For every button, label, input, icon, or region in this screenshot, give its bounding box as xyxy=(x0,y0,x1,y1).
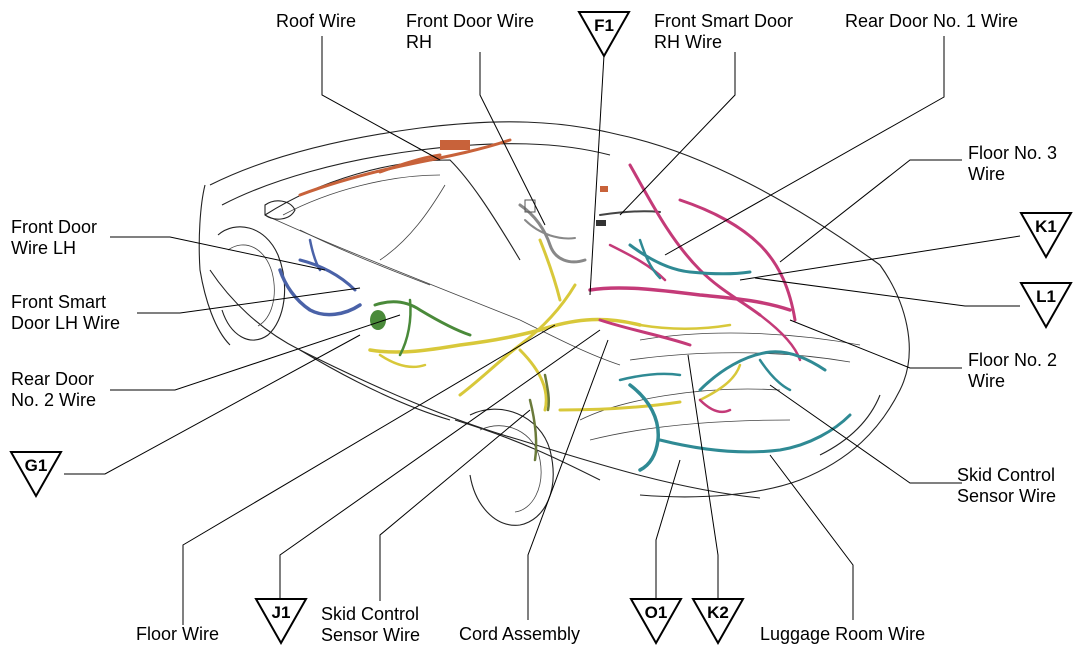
floor-no3-wire-label: Floor No. 3 xyxy=(968,143,1057,163)
front-door-wire-rh-label-line2: RH xyxy=(406,32,432,52)
front-smart-door-rh-label: Front Smart Door xyxy=(654,11,793,31)
connector-l1-label: L1 xyxy=(1036,287,1056,306)
connector-j1: J1 xyxy=(254,598,308,646)
floor-no2-wire-label-line2: Wire xyxy=(968,371,1005,391)
roof-harness xyxy=(298,138,608,197)
floor-no3-harness-teal xyxy=(628,238,752,280)
skid-control-sensor-wire-bottom-label: Skid Control xyxy=(321,604,419,624)
floor-no2-harness-magenta xyxy=(588,163,802,414)
floor-no2-wire-label: Floor No. 2 xyxy=(968,350,1057,370)
front-smart-door-lh-label: Front Smart xyxy=(11,292,106,312)
skid-control-sensor-wire-right-label-line2: Sensor Wire xyxy=(957,486,1056,506)
floor-wire-label: Floor Wire xyxy=(136,624,219,644)
skid-control-sensor-wire-right-label: Skid Control xyxy=(957,465,1055,485)
connector-k2-label: K2 xyxy=(707,603,729,622)
skid-control-sensor-wire-bottom-label-line2: Sensor Wire xyxy=(321,625,420,645)
connector-k1: K1 xyxy=(1019,212,1073,260)
car-body-outline xyxy=(198,121,910,526)
connector-k1-label: K1 xyxy=(1035,217,1057,236)
rear-door-no2-harness-green xyxy=(370,298,472,357)
connector-l1: L1 xyxy=(1019,282,1073,330)
connector-f1: F1 xyxy=(577,11,631,59)
front-door-rh-harness xyxy=(518,199,587,264)
front-smart-door-lh-label-line2: Door LH Wire xyxy=(11,313,120,333)
labels: Roof Wire Front Door Wire RH Front Smart… xyxy=(11,11,1057,645)
luggage-room-wire-label: Luggage Room Wire xyxy=(760,624,925,644)
skid-control-harness-olive xyxy=(528,373,551,462)
roof-wire-label: Roof Wire xyxy=(276,11,356,31)
connector-f1-label: F1 xyxy=(594,16,614,35)
floor-harness-yellow xyxy=(368,238,742,412)
front-door-wire-lh-label: Front Door xyxy=(11,217,97,237)
cord-assembly-label: Cord Assembly xyxy=(459,624,580,644)
front-smart-door-rh-label-line2: RH Wire xyxy=(654,32,722,52)
connector-k2: K2 xyxy=(691,598,745,646)
front-door-lh-harness-blue xyxy=(278,238,362,317)
rear-door-no2-wire-label: Rear Door xyxy=(11,369,94,389)
luggage-room-harness-teal xyxy=(618,350,852,472)
connector-g1: G1 xyxy=(9,451,63,499)
leader-lines xyxy=(64,36,1021,625)
connector-g1-label: G1 xyxy=(25,456,48,475)
connector-o1: O1 xyxy=(629,598,683,646)
connector-o1-label: O1 xyxy=(645,603,668,622)
front-door-wire-rh-label: Front Door Wire xyxy=(406,11,534,31)
front-smart-door-rh-harness xyxy=(596,210,661,226)
connector-j1-label: J1 xyxy=(272,603,291,622)
front-door-wire-lh-label-line2: Wire LH xyxy=(11,238,76,258)
rear-door-no2-wire-label-line2: No. 2 Wire xyxy=(11,390,96,410)
rear-door-no1-wire-label: Rear Door No. 1 Wire xyxy=(845,11,1018,31)
floor-no3-wire-label-line2: Wire xyxy=(968,164,1005,184)
